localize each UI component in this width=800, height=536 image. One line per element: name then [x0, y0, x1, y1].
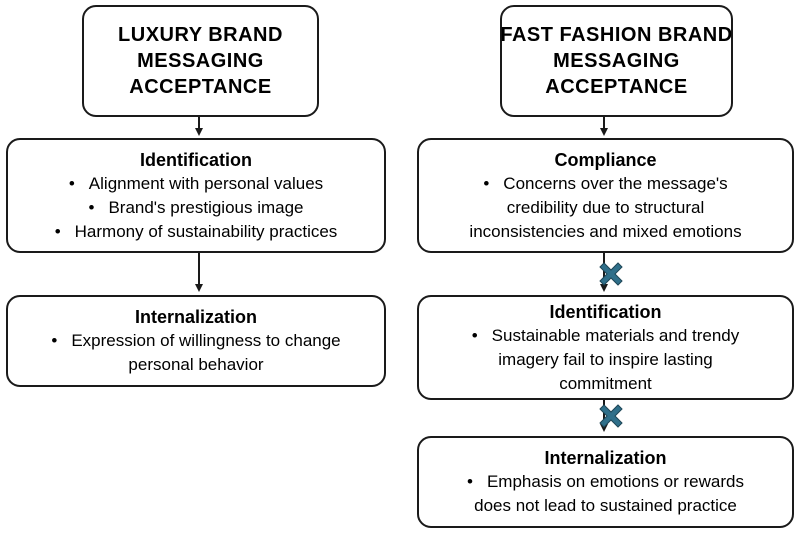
luxury-brand-header-box: LUXURY BRAND MESSAGING ACCEPTANCE — [82, 5, 319, 117]
fast-fashion-header-box: FAST FASHION BRAND MESSAGING ACCEPTANCE — [500, 5, 733, 117]
x-mark-icon — [599, 404, 623, 428]
step-title: Internalization — [544, 448, 667, 468]
fast-internalization-box: Internalization • Emphasis on emotions or… — [417, 436, 794, 528]
step-title: Internalization — [134, 307, 257, 327]
x-mark-icon — [599, 262, 623, 286]
step-bullet-text: Sustainable materials and trendy — [491, 325, 740, 345]
header-line: ACCEPTANCE — [129, 76, 272, 98]
header-line: MESSAGING — [553, 50, 680, 72]
step-bullet-text: Alignment with personal values — [88, 173, 324, 193]
step-title: Compliance — [554, 149, 657, 170]
bullet-icon: • — [54, 221, 61, 241]
step-title: Identification — [549, 301, 662, 322]
step-bullet-line: • Sustainable materials and trendy — [472, 324, 740, 348]
header-line: FAST FASHION BRAND — [500, 24, 733, 46]
step-bullet-line: • Emphasis on emotions or rewards — [467, 470, 744, 494]
bullet-icon: • — [88, 197, 95, 217]
step-bullet-line: does not lead to sustained practice — [474, 496, 737, 515]
bullet-icon: • — [483, 173, 490, 193]
step-bullet-text: Expression of willingness to change — [71, 331, 341, 350]
bullet-icon: • — [467, 472, 473, 491]
step-bullet-line: imagery fail to inspire lasting — [498, 349, 713, 369]
bullet-icon: • — [51, 331, 58, 350]
step-bullet-line: • Alignment with personal values — [69, 172, 323, 196]
header-line: ACCEPTANCE — [545, 76, 688, 98]
fast-compliance-box: Compliance •Concerns over the message's … — [417, 138, 794, 253]
step-bullet-line: • Concerns over the message's — [483, 172, 727, 196]
step-bullet-line: commitment — [559, 373, 652, 393]
header-line: LUXURY BRAND — [118, 24, 283, 46]
step-bullet-text: Emphasis on emotions or rewards — [486, 472, 744, 491]
step-bullet-text: Harmony of sustainability practices — [74, 221, 338, 241]
step-bullet-text: Brand's prestigious image — [108, 197, 304, 217]
step-bullet-line: personal behavior — [128, 355, 264, 374]
luxury-internalization-box: Internalization • Expression of willingne… — [6, 295, 386, 387]
step-bullet-line: inconsistencies and mixed emotions — [469, 221, 742, 241]
step-bullet-line: • Harmony of sustainability practices — [55, 220, 338, 244]
bullet-icon: • — [68, 173, 75, 193]
step-bullet-line: • Expression of willingness to change — [51, 329, 340, 353]
fast-identification-box: Identification • Sustainable materials an… — [417, 295, 794, 400]
bullet-icon: • — [471, 325, 478, 345]
step-bullet-line: • Brand's prestigious image — [88, 196, 303, 220]
step-title: Identification — [140, 149, 252, 170]
luxury-identification-box: Identification • Alignment with personal … — [6, 138, 386, 253]
step-bullet-line: credibility due to structural — [506, 197, 705, 217]
step-bullet-text: Concerns over the message's — [503, 173, 728, 193]
header-line: MESSAGING — [137, 50, 264, 72]
